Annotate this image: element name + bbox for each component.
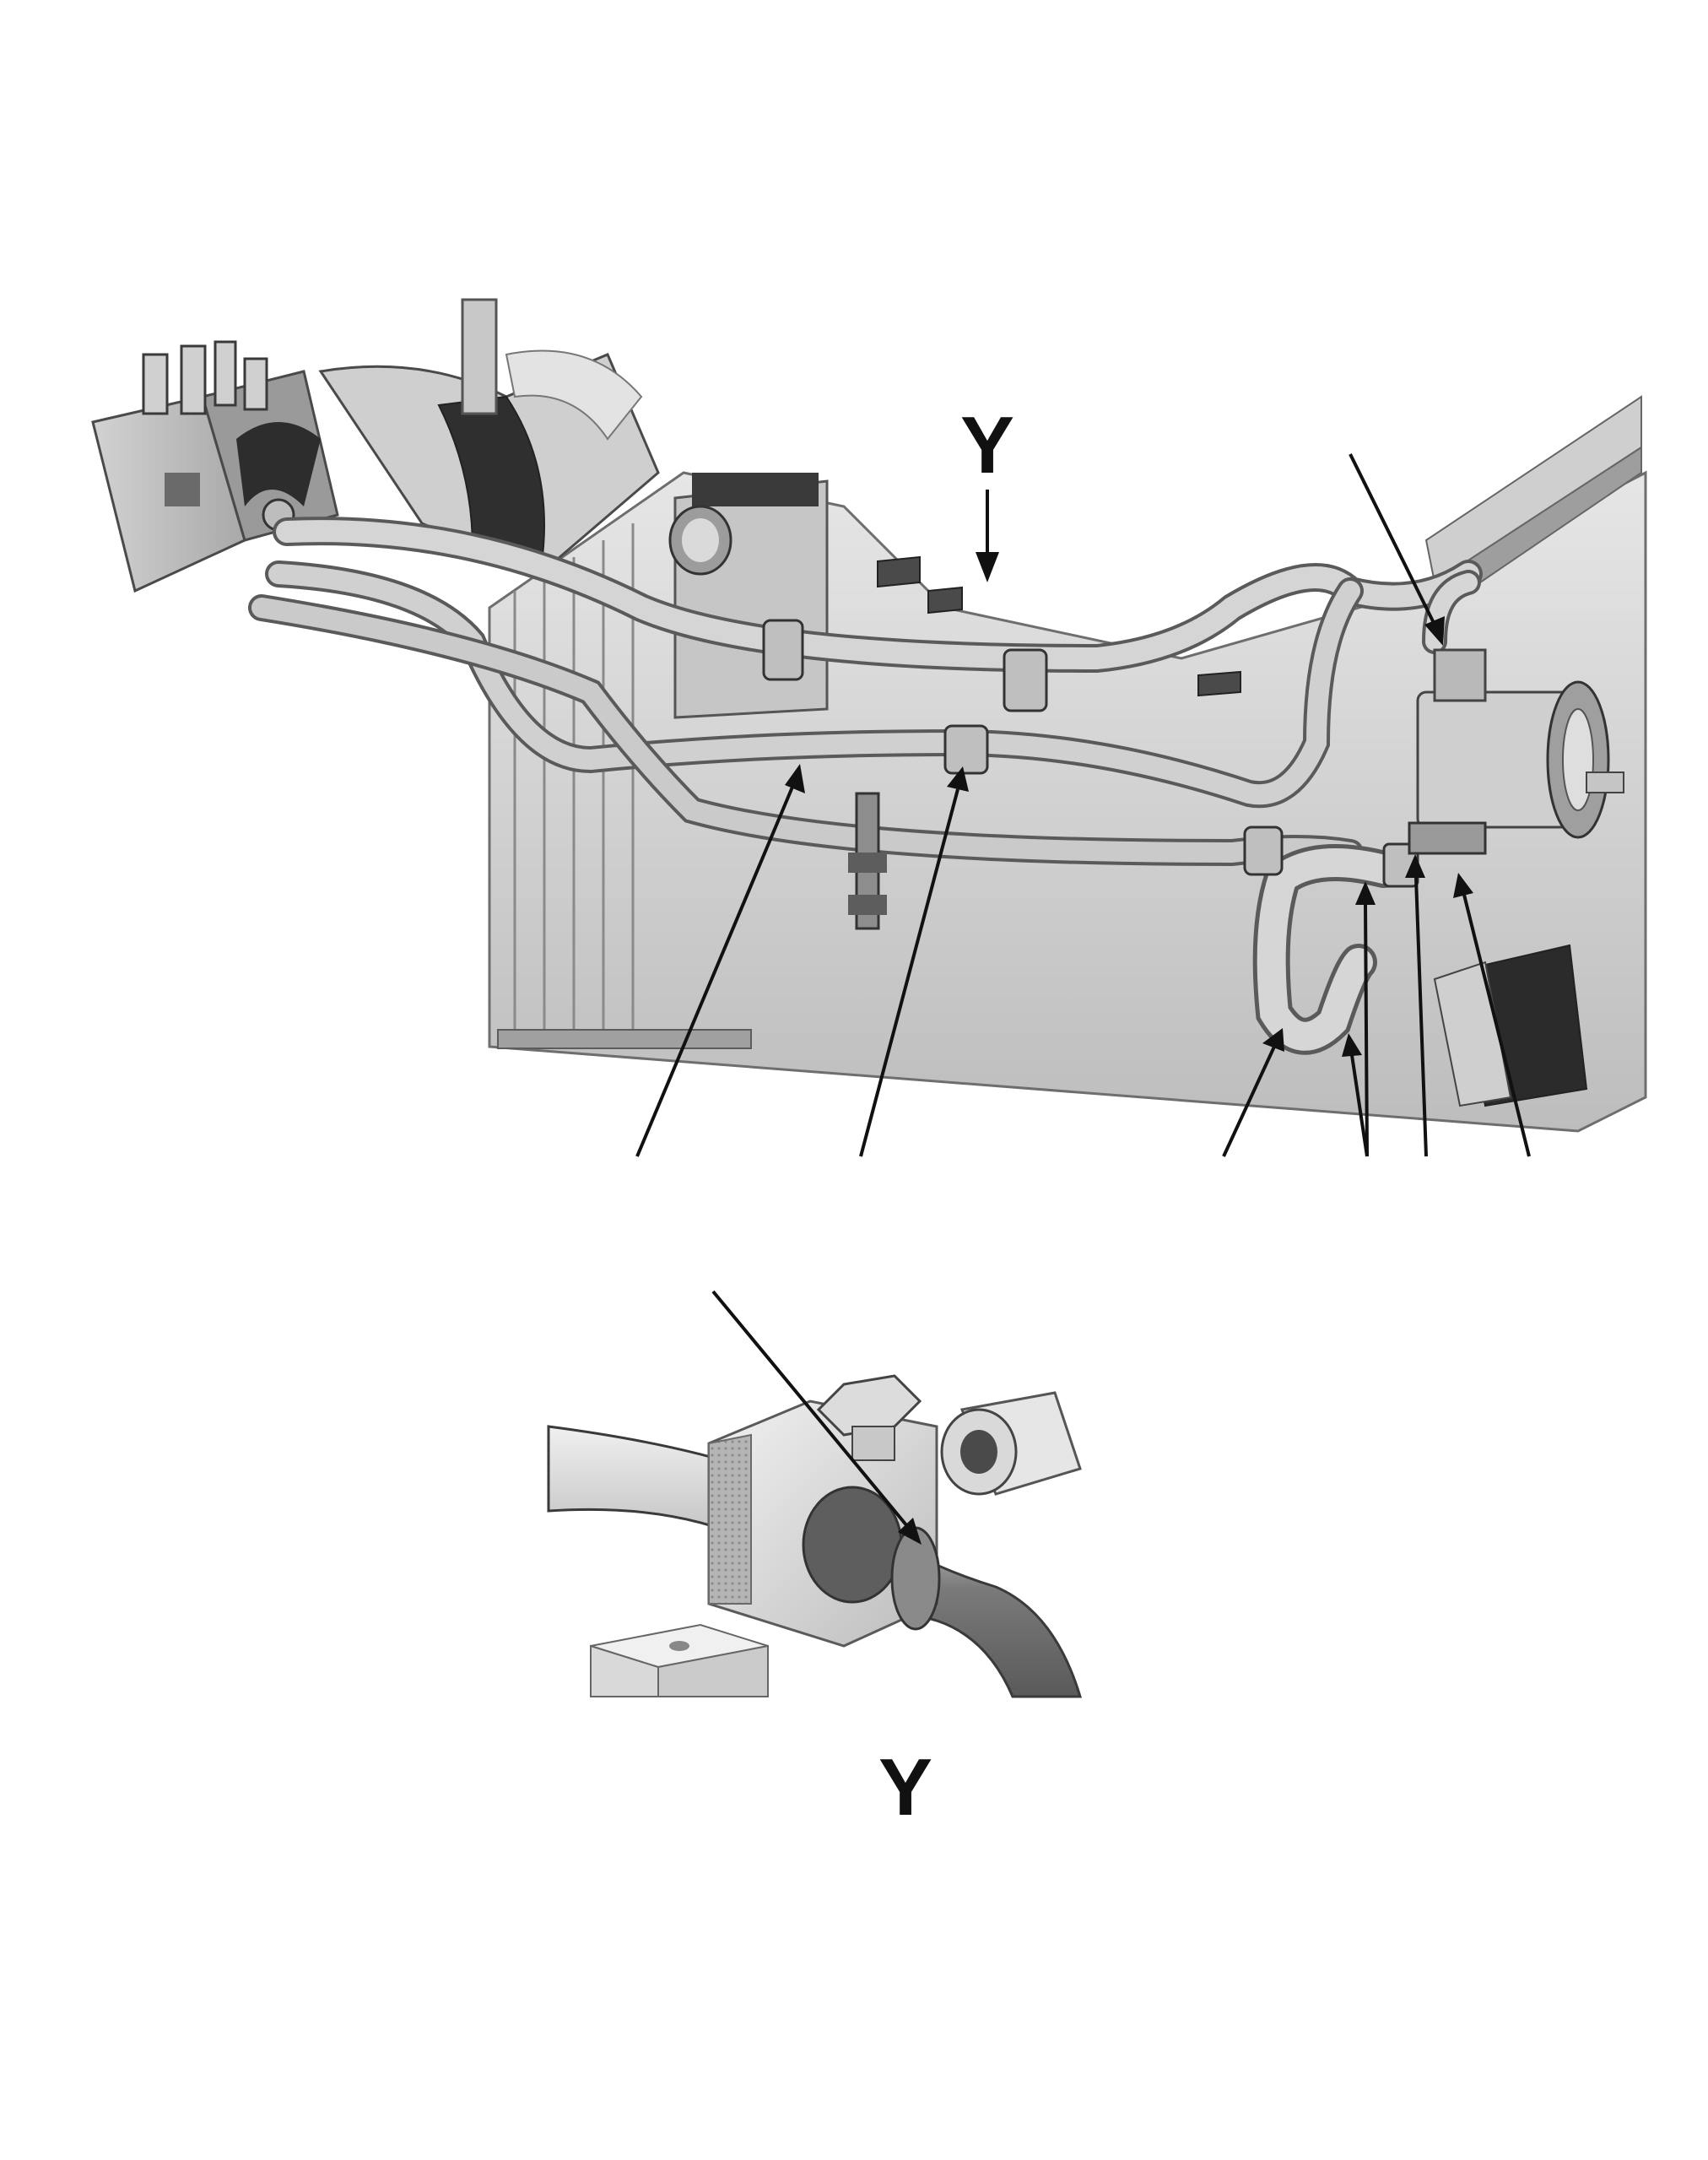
main-assembly-view [91, 298, 1647, 1133]
leader-pump-fitting [1349, 453, 1436, 625]
tank-ribs [513, 523, 635, 1045]
tank-base-lip [497, 1029, 752, 1049]
mounting-pads [877, 555, 1241, 697]
arrowhead [1424, 616, 1445, 646]
hanger-bracket [848, 792, 887, 930]
duct-post [461, 298, 498, 415]
pump-motor [1408, 648, 1624, 855]
leader-pump-mount [1462, 894, 1531, 1157]
view-direction-indicator: Y [960, 400, 1014, 582]
detail-small-block [590, 1623, 769, 1697]
leader-pump-outlet [1414, 877, 1428, 1157]
detail-bolt [816, 1374, 922, 1461]
detail-spacer [940, 1391, 1082, 1496]
detail-grommet [890, 1526, 941, 1631]
view-letter-bottom: Y [878, 1742, 932, 1832]
leader-detail-grommet [711, 1290, 909, 1528]
leader-middle-pipe [635, 784, 795, 1157]
arrowhead-detail [898, 1518, 922, 1545]
leader-clamp [859, 788, 959, 1157]
leader-hose-clamp-a [1364, 902, 1369, 1157]
valve-block [91, 340, 339, 593]
detail-clamp-bore [802, 1486, 903, 1604]
detail-view-y [547, 1290, 1083, 1698]
callout-leaders [635, 453, 1531, 1157]
leader-loop-pipe [1222, 1046, 1276, 1157]
view-letter-top: Y [960, 400, 1014, 490]
leader-hose-clamp-b [1350, 1054, 1369, 1157]
